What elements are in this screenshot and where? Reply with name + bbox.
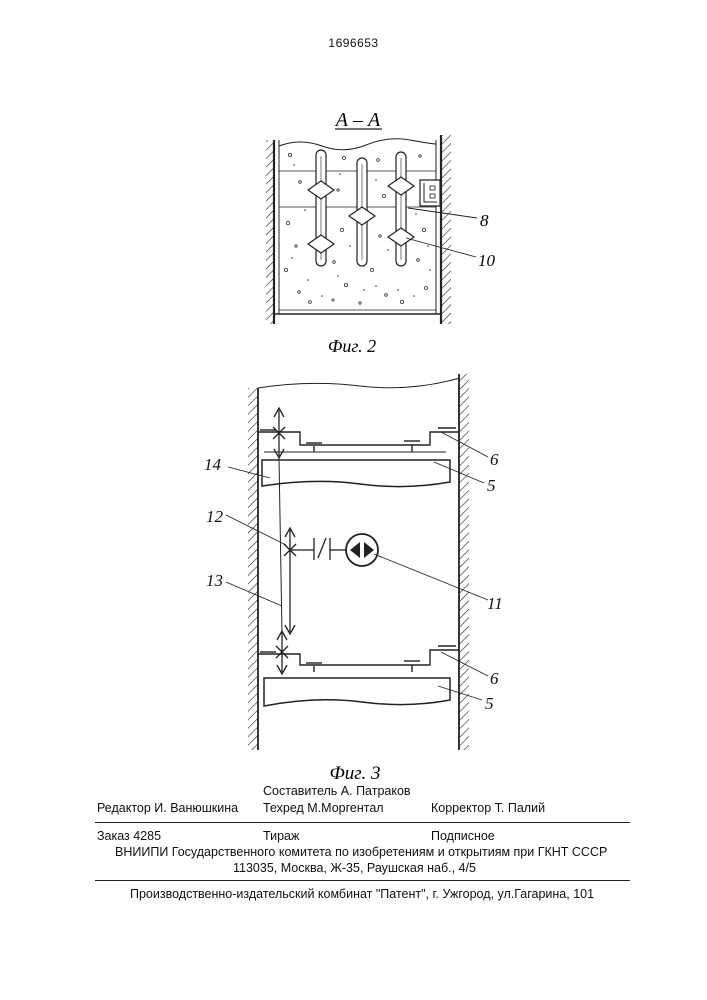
callout-12: 12 xyxy=(206,507,224,526)
upper-bin-5 xyxy=(262,452,450,487)
upper-rail-6 xyxy=(258,428,459,452)
callout-6-lower: 6 xyxy=(490,669,499,688)
subscription: Подписное xyxy=(431,829,495,843)
callout-5-lower: 5 xyxy=(485,694,494,713)
linkage-13 xyxy=(273,408,314,674)
pump-11 xyxy=(346,534,378,566)
figure-2: А – А xyxy=(266,109,496,356)
lower-rail-6 xyxy=(258,646,459,672)
callout-8: 8 xyxy=(480,211,489,230)
institute-address: 113035, Москва, Ж-35, Раушская наб., 4/5 xyxy=(233,861,476,875)
divider xyxy=(95,880,630,881)
order-number: Заказ 4285 xyxy=(97,829,161,843)
callout-11: 11 xyxy=(487,594,503,613)
patent-drawings: А – А xyxy=(0,0,707,790)
valve-12 xyxy=(314,538,346,560)
techred: Техред М.Моргентал xyxy=(263,801,384,815)
callout-5-upper: 5 xyxy=(487,476,496,495)
fig2-left-wall xyxy=(266,140,279,324)
printer: Производственно-издательский комбинат "П… xyxy=(130,887,594,901)
callout-6-upper: 6 xyxy=(490,450,499,469)
section-label: А – А xyxy=(334,109,381,131)
fig2-rods xyxy=(308,150,414,266)
callout-14: 14 xyxy=(204,455,222,474)
fig2-right-wall xyxy=(436,135,451,324)
compiler: Составитель А. Патраков xyxy=(263,784,411,798)
fig2-caption: Фиг. 2 xyxy=(328,336,376,356)
lower-bin-5 xyxy=(264,678,450,706)
divider xyxy=(95,822,630,823)
callout-10: 10 xyxy=(478,251,496,270)
fig2-bracket xyxy=(420,180,440,206)
corrector: Корректор Т. Палий xyxy=(431,801,545,815)
institute: ВНИИПИ Государственного комитета по изоб… xyxy=(115,845,607,859)
figure-3: 6 5 14 12 11 13 6 5 Фиг. 3 xyxy=(204,374,503,784)
circulation: Тираж xyxy=(263,829,299,843)
editor: Редактор И. Ванюшкина xyxy=(97,801,238,815)
fig3-caption: Фиг. 3 xyxy=(330,763,381,784)
callout-13: 13 xyxy=(206,571,223,590)
